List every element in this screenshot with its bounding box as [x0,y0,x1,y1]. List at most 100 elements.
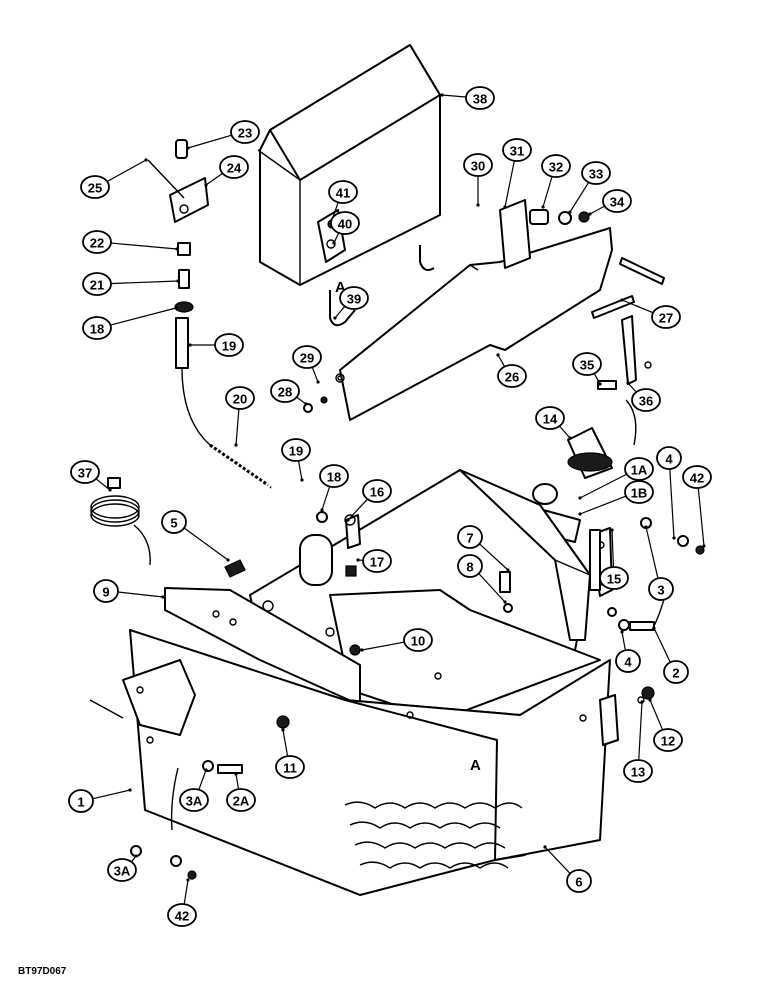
callout-leader [361,641,406,651]
callout-27: 27 [620,298,681,329]
callout-label: 11 [283,761,297,776]
callout-leader [333,232,340,244]
callout-label: 14 [543,412,558,427]
callout-label: 32 [549,160,563,175]
callout-bubble [230,120,260,144]
callout-label: 23 [238,126,252,141]
callout-arrowhead [578,512,582,516]
callout-bubble [457,554,483,578]
callout-label: 16 [370,485,384,500]
callout-label: 1B [631,486,648,501]
callout-3: 3 [644,525,674,601]
callout-arrowhead [128,788,132,792]
callout-leader [589,205,606,215]
callout-15: 15 [599,528,629,590]
callout-arrowhead [541,205,545,209]
callout-17: 17 [356,549,392,573]
callout-label: 21 [90,278,104,293]
callout-arrowhead [440,93,444,97]
section-mark-a-top: A [335,279,346,296]
callout-arrowhead [672,536,676,540]
callout-4: 4 [615,630,641,673]
callout-leader [282,729,289,757]
callout-bubble [624,480,654,504]
callout-label: 42 [690,471,704,486]
callout-bubble [319,464,349,488]
callout-label: 15 [607,572,621,587]
callout-leader [235,408,240,446]
callout-label: 39 [347,292,361,307]
callout-arrowhead [702,544,706,548]
callout-leader [504,160,515,208]
callout-bubble [82,272,112,296]
callout-arrowhead [332,241,336,245]
callout-label: 8 [466,560,473,575]
callout-label: 1A [631,463,648,478]
callout-leader [621,631,626,651]
callout-arrowhead [360,648,364,652]
callout-label: 27 [659,311,673,326]
callout-35: 35 [572,352,602,386]
lower-frame-part [89,629,619,896]
callout-1: 1 [68,788,132,813]
callout-leader [297,460,303,481]
callout-label: 26 [505,370,519,385]
callout-arrowhead [588,212,592,216]
callout-arrowhead [620,298,624,302]
callout-leader [579,495,628,515]
callout-arrowhead [568,436,572,440]
callout-5: 5 [161,510,230,562]
callout-13: 13 [623,700,653,783]
callout-6: 6 [543,845,592,893]
callout-11: 11 [275,728,305,779]
callout-bubble [219,155,249,179]
callout-label: 3A [186,794,203,809]
callout-arrowhead [144,158,148,162]
callout-leader [106,159,147,183]
callout-bubble [465,86,495,110]
callout-bubble [656,446,682,470]
callout-37: 37 [70,460,112,492]
callout-label: 41 [336,186,350,201]
callout-7: 7 [457,525,510,572]
callout-arrowhead [568,210,572,214]
callout-bubble [362,549,392,573]
callout-bubble [225,386,255,410]
callout-leader [198,769,207,790]
callout-leader [347,498,369,521]
callout-leader [183,879,189,905]
callout-10: 10 [360,628,433,652]
callout-bubble [599,566,629,590]
callout-leader [638,701,643,761]
callout-bubble [68,789,94,813]
callout-4: 4 [656,446,682,540]
callout-bubble [270,379,300,403]
callout-label: 5 [170,516,177,531]
callout-label: 4 [624,655,632,670]
callout-leader [93,789,131,800]
callout-arrowhead [578,496,582,500]
callout-bubble [663,660,689,684]
callout-leader [544,846,571,874]
callout-arrowhead [186,146,190,150]
callout-leader [295,396,307,405]
callout-label: 7 [466,531,473,546]
callout-arrowhead [503,205,507,209]
callout-arrowhead [346,518,350,522]
callout-arrowhead [640,700,644,704]
callout-leader [109,307,177,326]
cable-coil-part [90,477,151,566]
callout-arrowhead [316,380,320,384]
callout-23: 23 [186,120,260,150]
callout-leader [205,172,224,186]
callout-label: 20 [233,392,247,407]
callout-leader [579,473,628,499]
callout-leader [187,134,233,149]
callout-bubble [682,465,712,489]
callout-label: 34 [610,195,625,210]
callout-label: 2A [233,794,250,809]
callout-leader [95,477,111,491]
callout-bubble [623,759,653,783]
callout-arrowhead [620,630,624,634]
